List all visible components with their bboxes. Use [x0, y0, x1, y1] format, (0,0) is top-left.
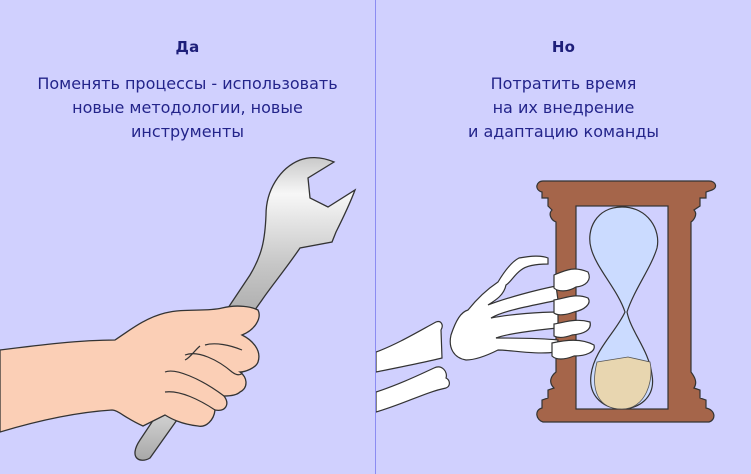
right-description-line: и адаптацию команды — [467, 122, 660, 141]
right-description: Потратить время на их внедрение и адапта… — [376, 72, 751, 144]
left-panel: Да Поменять процессы - использовать новы… — [0, 0, 375, 474]
right-description-line: Потратить время — [490, 74, 637, 93]
left-description: Поменять процессы - использовать новые м… — [0, 72, 375, 144]
hand-wrench-icon — [0, 156, 357, 461]
skeleton-hourglass-icon — [376, 180, 717, 423]
right-title: Но — [551, 38, 576, 56]
left-description-line: Поменять процессы - использовать — [37, 74, 338, 93]
right-description-line: на их внедрение — [492, 98, 635, 117]
right-panel: Но Потратить время на их внедрение и ада… — [376, 0, 751, 474]
left-title: Да — [175, 38, 200, 56]
panel-divider — [375, 0, 376, 474]
left-description-line: новые методологии, новые — [72, 98, 303, 117]
left-description-line: инструменты — [131, 122, 244, 141]
